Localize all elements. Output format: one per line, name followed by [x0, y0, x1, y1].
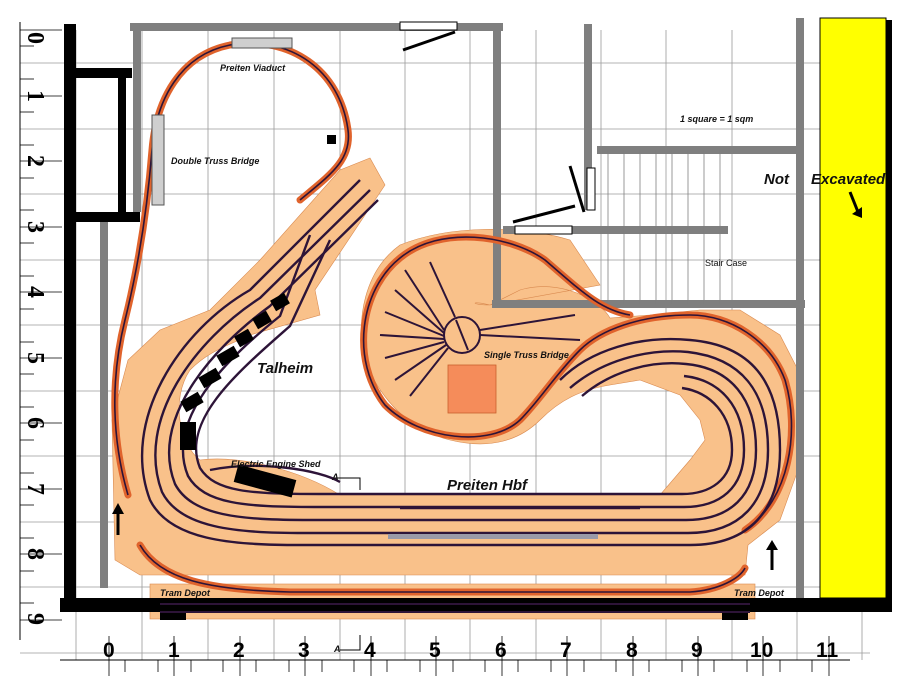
not-label: Not — [764, 171, 790, 188]
vruler-2: 2 — [22, 155, 48, 167]
hruler-6: 6 — [495, 639, 507, 662]
station-tracks — [140, 179, 782, 547]
hruler-4: 4 — [364, 639, 376, 662]
vruler-3: 3 — [22, 221, 48, 233]
door-side — [586, 167, 596, 211]
horizontal-ruler: 0 1 2 3 4 5 6 7 8 9 10 11 — [60, 636, 850, 676]
hbf-platform — [388, 534, 598, 539]
vertical-ruler: 0 1 2 3 4 5 6 7 8 9 — [19, 22, 62, 640]
preiten-viaduct-label: Preiten Viaduct — [220, 63, 286, 73]
talheim-label: Talheim — [257, 360, 313, 377]
vruler-6: 6 — [22, 417, 48, 429]
vruler-9: 9 — [22, 613, 48, 625]
hruler-3: 3 — [298, 639, 310, 662]
section-markers — [336, 477, 361, 651]
double-truss-bridge-deck — [151, 114, 165, 206]
turntable-platform — [447, 364, 497, 414]
vruler-8: 8 — [22, 548, 48, 560]
hruler-7: 7 — [560, 639, 572, 662]
vruler-7: 7 — [22, 483, 48, 495]
vruler-1: 1 — [22, 90, 48, 102]
doors — [399, 21, 596, 235]
preiten-hbf-label: Preiten Hbf — [447, 477, 529, 494]
section-mark-2: A — [333, 644, 341, 654]
outer-track-rails — [114, 42, 793, 593]
hruler-1: 1 — [168, 639, 180, 662]
door-top — [399, 21, 458, 31]
hruler-10: 10 — [750, 639, 773, 662]
hruler-11: 11 — [816, 639, 839, 662]
door-middle — [514, 225, 573, 235]
excavated-label: Excavated — [811, 171, 886, 188]
not-excavated-zone — [819, 17, 887, 599]
hruler-0: 0 — [103, 639, 115, 662]
vruler-4: 4 — [22, 286, 48, 298]
tram-depot-left-label: Tram Depot — [160, 588, 211, 598]
tram-track — [160, 603, 750, 613]
hruler-5: 5 — [429, 639, 441, 662]
double-truss-bridge-label: Double Truss Bridge — [171, 156, 259, 166]
single-truss-bridge-label: Single Truss Bridge — [484, 350, 569, 360]
tram-depot-right-label: Tram Depot — [734, 588, 785, 598]
hruler-9: 9 — [691, 639, 703, 662]
vruler-5: 5 — [22, 352, 48, 364]
hruler-8: 8 — [626, 639, 638, 662]
vruler-0: 0 — [22, 32, 48, 44]
section-mark-1: A — [331, 472, 339, 482]
stair-case — [607, 150, 721, 304]
scale-note: 1 square = 1 sqm — [680, 114, 753, 124]
electric-engine-shed-label: Electric Engine Shed — [231, 459, 321, 469]
stair-case-label: Stair Case — [705, 258, 747, 268]
hruler-2: 2 — [233, 639, 245, 662]
preiten-viaduct-deck — [231, 37, 293, 49]
roundhouse — [379, 261, 581, 397]
arrows — [112, 191, 862, 570]
